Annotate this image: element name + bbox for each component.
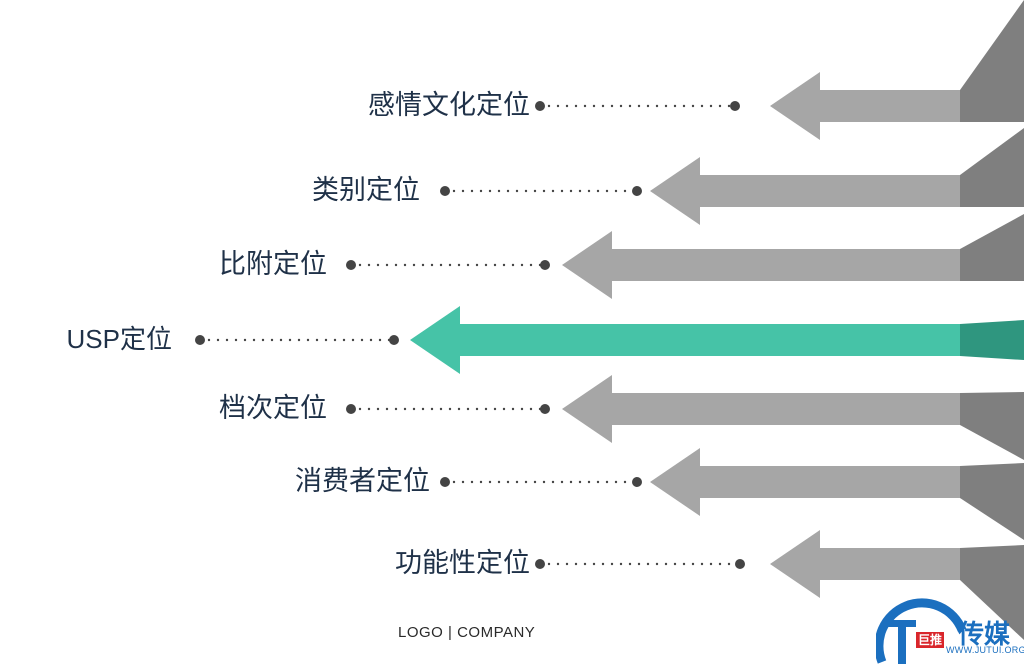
watermark-url: WWW.JUTUI.ORG — [946, 645, 1024, 655]
leader-dot-right-5 — [632, 477, 642, 487]
label-0: 感情文化定位 — [368, 90, 530, 121]
leader-dot-right-3 — [389, 335, 399, 345]
arrow-tail-0 — [960, 0, 1024, 122]
label-6: 功能性定位 — [395, 548, 530, 579]
label-4: 档次定位 — [219, 393, 327, 424]
arrow-5 — [650, 448, 960, 516]
arrow-4 — [562, 375, 960, 443]
arrow-0 — [770, 72, 960, 140]
arrow-6 — [770, 530, 960, 598]
arrow-tail-2 — [960, 214, 1024, 281]
leader-dot-left-1 — [440, 186, 450, 196]
watermark-logo-icon — [876, 598, 967, 664]
arrow-tail-3 — [960, 320, 1024, 360]
arrow-1 — [650, 157, 960, 225]
leader-dot-left-4 — [346, 404, 356, 414]
leader-dot-right-6 — [735, 559, 745, 569]
leader-dot-right-2 — [540, 260, 550, 270]
leader-dot-right-1 — [632, 186, 642, 196]
leader-dot-right-4 — [540, 404, 550, 414]
arrow-tail-1 — [960, 128, 1024, 207]
arrow-3 — [410, 306, 960, 374]
leader-dot-left-2 — [346, 260, 356, 270]
arrow-2 — [562, 231, 960, 299]
arrow-tail-4 — [960, 392, 1024, 460]
watermark-tag: 巨推 — [916, 632, 945, 648]
arrow-tail-6 — [960, 545, 1024, 640]
footer-logo-company: LOGO | COMPANY — [398, 624, 536, 641]
leader-dot-left-6 — [535, 559, 545, 569]
leader-dot-left-3 — [195, 335, 205, 345]
leader-dot-left-5 — [440, 477, 450, 487]
label-1: 类别定位 — [312, 175, 420, 206]
watermark-brand: 传媒 — [958, 620, 1011, 650]
label-5: 消费者定位 — [295, 466, 430, 497]
arrow-tail-5 — [960, 463, 1024, 540]
label-3: USP定位 — [66, 324, 172, 354]
leader-dot-right-0 — [730, 101, 740, 111]
leader-dot-left-0 — [535, 101, 545, 111]
label-2: 比附定位 — [219, 249, 327, 280]
